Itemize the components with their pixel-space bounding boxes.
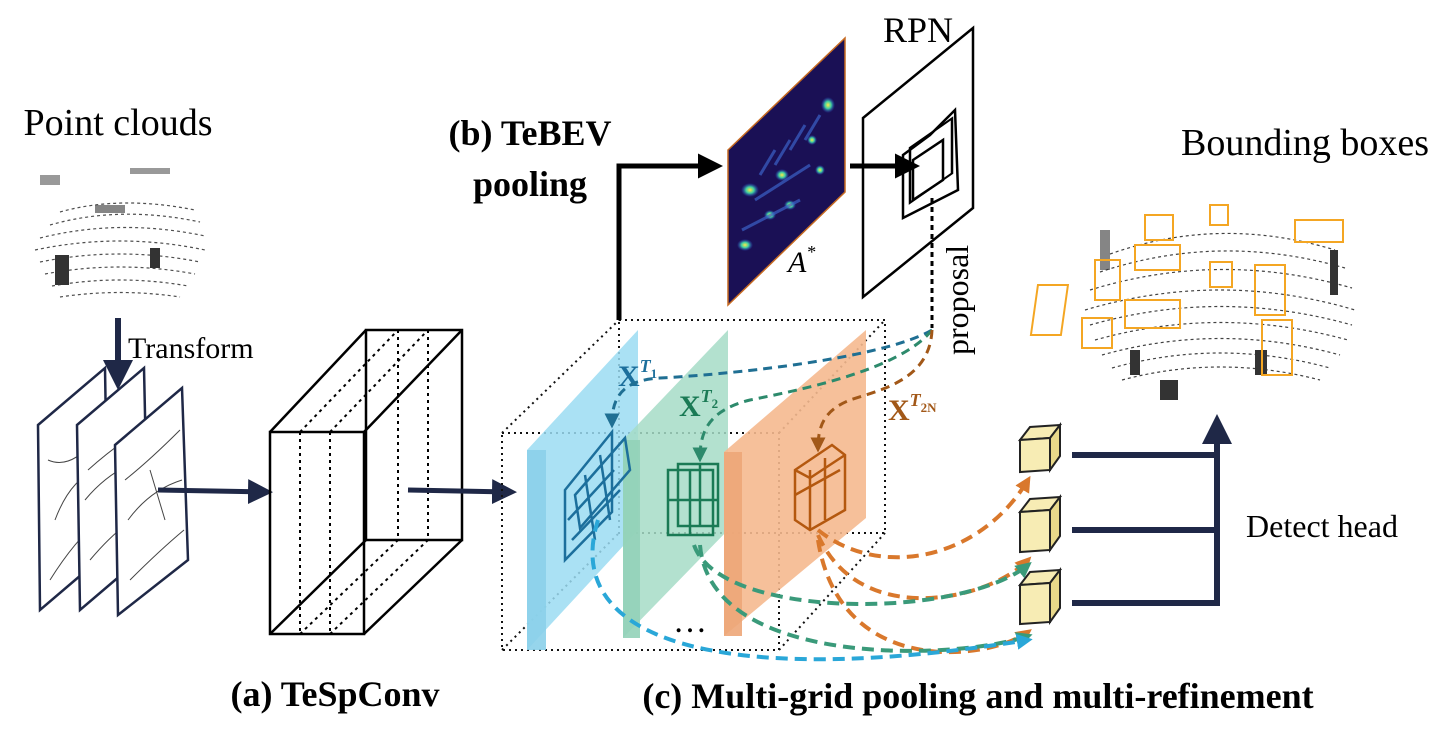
detect-head-connector — [1072, 414, 1232, 606]
proposal-box — [911, 137, 945, 203]
blue-to-bottom-box-arrow — [590, 519, 1033, 662]
bev-frame — [113, 385, 190, 618]
tebev-label-line2: pooling — [473, 164, 587, 204]
x-t2n-label: XT2N — [888, 390, 937, 427]
heatmap-symbol: A* — [786, 242, 815, 279]
feature-cube-icon — [1017, 567, 1063, 626]
detect-head-label: Detect head — [1246, 508, 1398, 544]
conv-to-pool-arrow — [407, 479, 517, 505]
orange-to-bottom-box-arrow — [816, 539, 1032, 655]
proposal-to-orange-grid-arrow — [810, 329, 934, 453]
x-t1-label: XT1 — [618, 356, 657, 393]
tespconv-label: (a) TeSpConv — [230, 674, 439, 714]
bev-heatmap-image — [727, 36, 846, 307]
feature-cube-icon — [1017, 494, 1063, 554]
feature-cube-icon — [1017, 422, 1063, 474]
grid-orange — [793, 443, 847, 532]
orange-to-mid-box-arrow — [816, 534, 1032, 601]
point-clouds-label: Point clouds — [24, 102, 213, 144]
rpn-label: RPN — [883, 10, 953, 50]
green-to-bottom-box-arrow — [698, 544, 1033, 653]
ellipsis: … — [673, 603, 707, 640]
grid-green — [666, 462, 720, 537]
proposal-to-green-grid-arrow — [692, 329, 934, 463]
tebev-arrow — [616, 153, 723, 320]
point-cloud-image — [22, 155, 218, 310]
bounding-boxes-label: Bounding boxes — [1181, 122, 1429, 164]
proposal-to-blue-grid-arrow — [604, 328, 933, 429]
temporal-plane-green — [623, 330, 728, 638]
frames-to-conv-arrow — [157, 479, 273, 505]
transform-label: Transform — [128, 332, 254, 365]
tespconv-cuboid — [268, 328, 464, 636]
temporal-plane-blue — [527, 330, 638, 650]
grid-blue — [563, 428, 632, 564]
bounding-box-scene-image — [1029, 204, 1356, 400]
bev-frames-stack — [36, 365, 190, 618]
multigrid-label: (c) Multi-grid pooling and multi-refinem… — [642, 676, 1313, 716]
proposal-label: proposal — [939, 245, 975, 355]
tebev-label-line1: (b) TeBEV — [448, 113, 611, 153]
x-t2-label: XT2 — [679, 386, 718, 423]
orange-to-top-box-arrow — [816, 475, 1031, 560]
